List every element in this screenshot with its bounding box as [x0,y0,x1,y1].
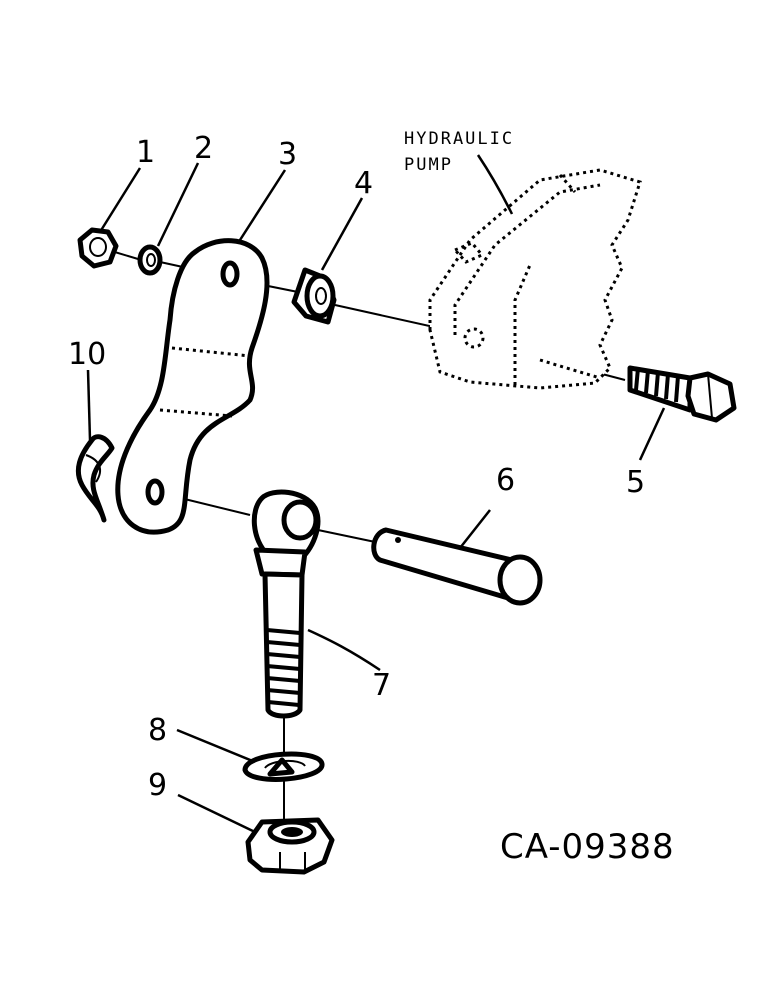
label-10: 10 [68,337,106,372]
figure-id: CA-09388 [500,827,675,867]
hydraulic-pump-outline [428,168,642,390]
part-2-lock-washer [137,244,163,276]
part-7-rod-end [251,489,321,719]
hydraulic-pump-label: HYDRAULIC PUMP [404,129,514,175]
label-2: 2 [194,131,213,166]
label-7: 7 [372,668,391,703]
leader-lines [86,154,666,834]
part-6-clevis-pin [371,527,543,606]
label-6: 6 [496,463,515,498]
part-4-bushing [291,267,337,325]
part-5-cap-screw [627,365,737,423]
part-10-hairpin-clip [75,434,115,523]
label-3: 3 [278,137,297,172]
label-4: 4 [354,166,373,201]
part-9-hex-nut [245,817,335,875]
label-5: 5 [626,465,645,500]
label-1: 1 [136,135,155,170]
part-3-link-plate [115,238,270,535]
part-8-lock-washer [242,751,325,782]
pump-label-line2: PUMP [404,155,453,175]
label-8: 8 [148,713,167,748]
label-9: 9 [148,768,167,803]
reference-numbers: 1 2 3 4 5 6 7 8 9 10 [68,131,645,803]
pump-label-line1: HYDRAULIC [404,129,514,149]
part-1-hex-nut [77,227,119,269]
